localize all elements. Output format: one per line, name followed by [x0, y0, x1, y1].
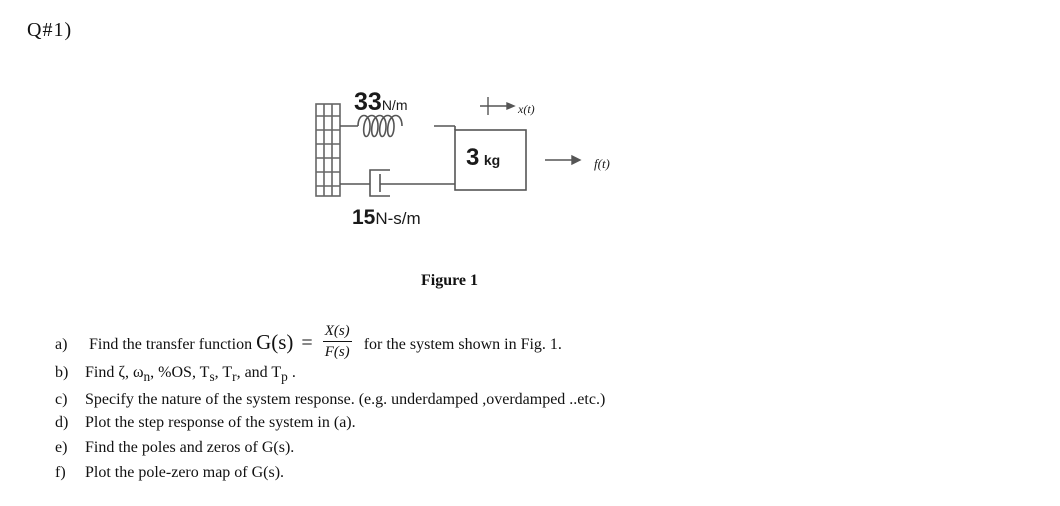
fixed-wall: [315, 103, 341, 197]
mass-spring-damper-figure: 33N/m 3 kg 15N-s/m x(t) f(t): [300, 78, 640, 238]
question-text: Find the poles and zeros of G(s).: [85, 439, 295, 456]
question-letter: e): [55, 439, 68, 456]
fraction-bar: [322, 341, 352, 342]
question-b: b) Find ζ, ωn, %OS, Ts, Tr, and Tp .: [55, 364, 296, 385]
subscript-s: s: [209, 369, 215, 385]
displacement-label: x(t): [518, 102, 535, 116]
question-letter: a): [55, 336, 68, 354]
force-label: f(t): [594, 156, 610, 171]
damper: [340, 169, 455, 197]
figure-caption: Figure 1: [421, 272, 479, 289]
question-letter: b): [55, 364, 69, 381]
equals-sign: =: [301, 332, 313, 355]
question-text: Plot the pole-zero map of G(s).: [85, 464, 285, 481]
subscript-p: p: [281, 369, 288, 385]
subscript-n: n: [143, 369, 151, 385]
question-text: .: [287, 364, 296, 381]
mass-block: [454, 129, 527, 191]
fraction-numerator: X(s): [324, 323, 350, 339]
question-text: Find the transfer function: [89, 336, 253, 354]
question-letter: c): [55, 391, 68, 408]
force-arrow: [545, 154, 582, 166]
question-text: Plot the step response of the system in …: [85, 414, 356, 431]
question-text: Find ζ, ω: [85, 364, 144, 381]
transfer-function-fraction: X(s) F(s): [322, 322, 352, 361]
question-c: c) Specify the nature of the system respo…: [55, 391, 605, 409]
fraction-denominator: F(s): [324, 344, 350, 360]
spring-constant-label: 33N/m: [354, 88, 408, 116]
mass-label: 3 kg: [466, 144, 501, 171]
question-letter: d): [55, 414, 69, 431]
question-text: , and T: [236, 364, 282, 381]
figure-drawing: [315, 97, 582, 197]
damping-coefficient-label: 15N-s/m: [352, 206, 421, 229]
question-d: d) Plot the step response of the system i…: [55, 414, 356, 432]
subscript-r: r: [232, 369, 237, 385]
question-e: e) Find the poles and zeros of G(s).: [55, 439, 294, 457]
spring: [340, 114, 456, 138]
question-text: , %OS, T: [150, 364, 210, 381]
transfer-function-symbol: G(s): [256, 330, 294, 355]
question-f: f) Plot the pole-zero map of G(s).: [55, 464, 284, 482]
question-text: Specify the nature of the system respons…: [85, 391, 606, 408]
question-text-suffix: for the system shown in Fig. 1.: [363, 336, 562, 354]
displacement-arrow: [480, 97, 516, 115]
question-text: , T: [214, 364, 233, 381]
question-number: Q#1): [27, 19, 73, 41]
question-letter: f): [55, 464, 66, 481]
question-a: a) Find the transfer function G(s) = X(s…: [55, 323, 562, 365]
